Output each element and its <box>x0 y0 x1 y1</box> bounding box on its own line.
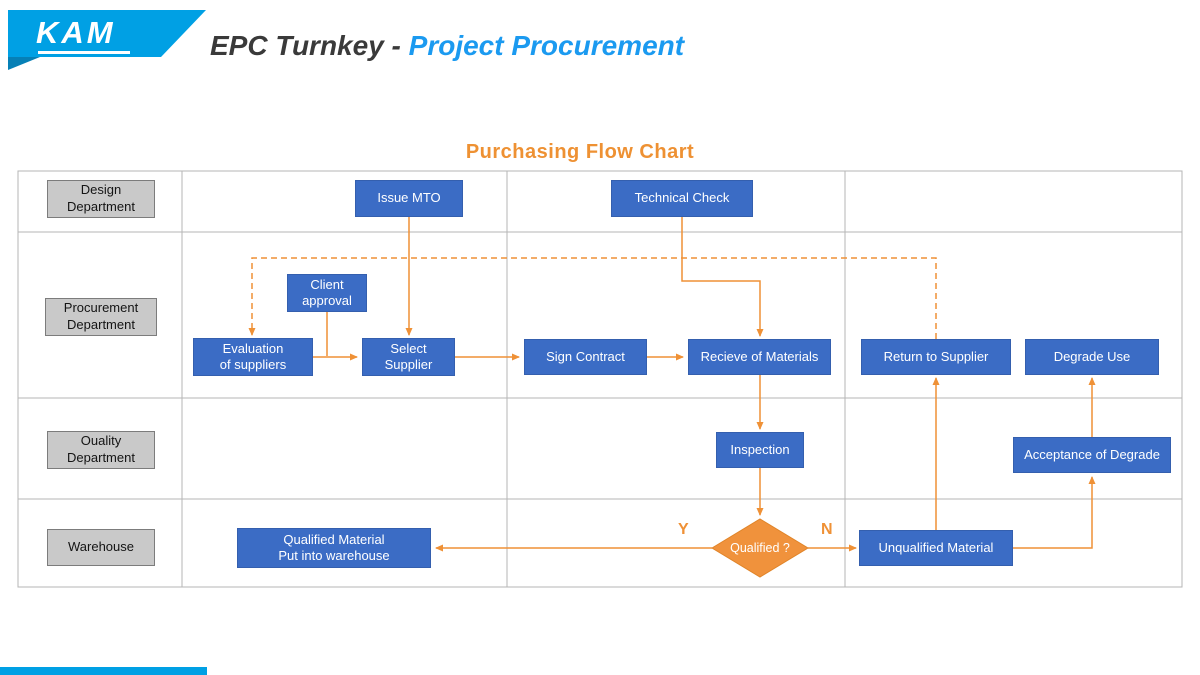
logo-underline <box>38 51 130 54</box>
node-receive-of-materials: Recieve of Materials <box>688 339 831 375</box>
decision-label: Qualified ? <box>730 541 790 555</box>
node-unqualified-material: Unqualified Material <box>859 530 1013 566</box>
decision-yes-label: Y <box>678 521 689 538</box>
node-return-to-supplier: Return to Supplier <box>861 339 1011 375</box>
node-issue-mto: Issue MTO <box>355 180 463 217</box>
node-degrade-use: Degrade Use <box>1025 339 1159 375</box>
decision-diamond <box>711 518 809 578</box>
page-title-blue: Project Procurement <box>408 30 685 61</box>
page-title-dark: EPC Turnkey - <box>210 30 409 61</box>
page-title: EPC Turnkey - Project Procurement <box>210 30 684 62</box>
arrow-unqualified-to-acceptance <box>1013 476 1096 549</box>
flow-arrows <box>248 217 1096 552</box>
node-technical-check: Technical Check <box>611 180 753 217</box>
lane-procurement-department: Procurement Department <box>45 298 157 336</box>
node-inspection: Inspection <box>716 432 804 468</box>
node-acceptance-of-degrade: Acceptance of Degrade <box>1013 437 1171 473</box>
logo-text: KAM <box>36 15 116 50</box>
node-evaluation-of-suppliers: Evaluation of suppliers <box>193 338 313 376</box>
node-sign-contract: Sign Contract <box>524 339 647 375</box>
node-qualified-material: Qualified Material Put into warehouse <box>237 528 431 568</box>
logo-fold-shape <box>8 57 40 70</box>
node-client-approval: Client approval <box>287 274 367 312</box>
logo-banner-shape <box>8 10 206 57</box>
swimlane-grid <box>17 170 1183 588</box>
footer-accent-bar <box>0 667 207 675</box>
arrow-technical-check-to-receive <box>681 217 764 337</box>
feedback-dashed-arrow <box>248 257 937 339</box>
lane-quality-department: Ouality Department <box>47 431 155 469</box>
lane-warehouse: Warehouse <box>47 529 155 566</box>
decision-no-label: N <box>821 521 833 538</box>
node-select-supplier: Select Supplier <box>362 338 455 376</box>
lane-design-department: Design Department <box>47 180 155 218</box>
flowchart-title: Purchasing Flow Chart <box>465 141 695 163</box>
kam-logo <box>8 10 206 70</box>
